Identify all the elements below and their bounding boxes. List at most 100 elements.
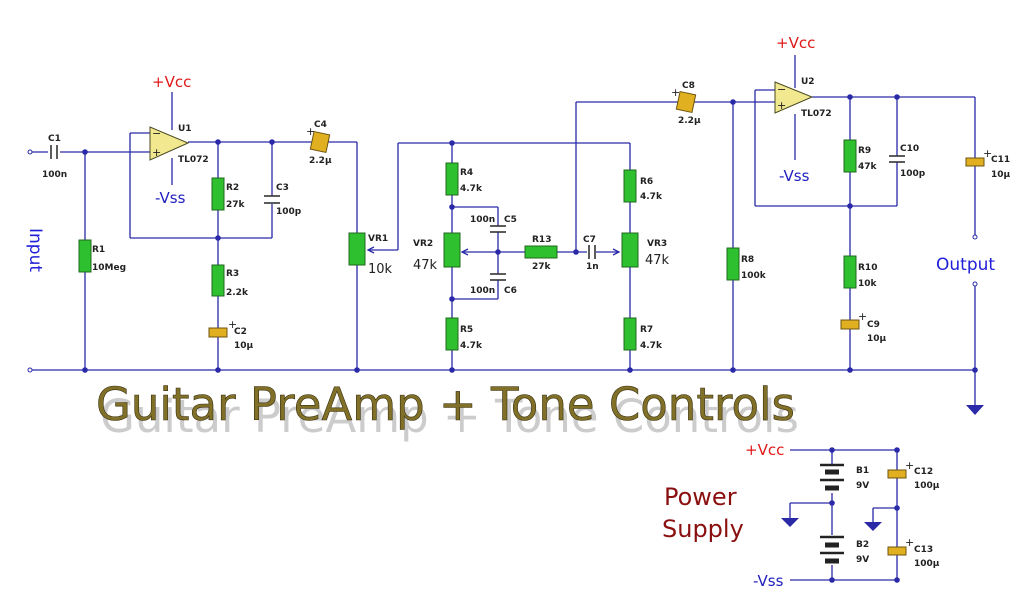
b2-ref: B2 xyxy=(856,540,869,550)
c11-ref: C11 xyxy=(991,155,1010,165)
junction-dot xyxy=(847,367,853,373)
resistor-r10: R10 10k xyxy=(843,255,878,289)
c8-plus: + xyxy=(671,86,680,99)
junction-dot xyxy=(894,94,900,100)
capacitor-c4: + C4 2.2µ xyxy=(306,120,332,166)
power-supply-label-line2: Supply xyxy=(662,515,744,543)
b1-value: 9V xyxy=(856,481,869,491)
junction-dot xyxy=(495,249,501,255)
junction-dot xyxy=(215,235,221,241)
opamp-u2-plus: + xyxy=(777,99,786,112)
resistor-r7: R7 4.7k xyxy=(623,317,663,351)
opamp-u1-ref: U1 xyxy=(178,124,192,134)
opamp-u2: − + U2 TL072 xyxy=(774,77,832,119)
c6-ref: C6 xyxy=(504,286,517,296)
output-terminal-top xyxy=(972,234,978,240)
vr3-ref: VR3 xyxy=(647,239,667,249)
c4-plus: + xyxy=(306,125,315,138)
c3-value: 100p xyxy=(276,207,302,217)
c8-value: 2.2µ xyxy=(678,116,701,126)
opamp-u1-part: TL072 xyxy=(178,155,209,165)
opamp-u2-minus: − xyxy=(777,83,786,96)
r10-value: 10k xyxy=(858,279,878,289)
b1-ref: B1 xyxy=(856,466,869,476)
capacitor-c5: 100n C5 xyxy=(470,215,517,233)
battery-b1: B1 9V xyxy=(820,463,869,491)
wires xyxy=(30,55,976,581)
c1-value: 100n xyxy=(42,170,67,180)
r5-value: 4.7k xyxy=(460,341,483,351)
c13-value: 100µ xyxy=(914,559,940,569)
capacitor-c1: C1 100n xyxy=(42,134,67,180)
r10-ref: R10 xyxy=(858,263,877,273)
c1-ref: C1 xyxy=(48,134,61,144)
vss-label-u1: -Vss xyxy=(155,189,186,207)
r8-value: 100k xyxy=(741,271,767,281)
r3-ref: R3 xyxy=(226,269,239,279)
capacitor-c6: 100n C6 xyxy=(470,273,517,296)
c11-value: 10µ xyxy=(991,170,1011,180)
c12-plus: + xyxy=(905,459,914,472)
junction-dot xyxy=(894,447,900,453)
capacitor-c2: + C2 10µ xyxy=(208,318,254,351)
resistor-r5: R5 4.7k xyxy=(445,317,483,351)
junction-dot xyxy=(847,94,853,100)
r13-value: 27k xyxy=(532,262,552,272)
opamp-u1-minus: − xyxy=(152,127,161,140)
c13-plus: + xyxy=(905,536,914,549)
c5-ref: C5 xyxy=(504,215,517,225)
c2-value: 10µ xyxy=(234,341,254,351)
opamp-u2-part: TL072 xyxy=(801,109,832,119)
c2-plus: + xyxy=(228,318,237,331)
c12-value: 100µ xyxy=(914,481,940,491)
junction-dot xyxy=(829,577,835,583)
r13-ref: R13 xyxy=(532,235,551,245)
c6-value: 100n xyxy=(470,286,495,296)
junction-dot xyxy=(449,140,455,146)
c4-ref: C4 xyxy=(314,120,327,130)
title-shadow: Guitar PreAmp + Tone Controls xyxy=(100,390,799,443)
junction-dot xyxy=(449,296,455,302)
junction-dot xyxy=(449,204,455,210)
resistor-r4: R4 4.7k xyxy=(445,162,483,196)
junction-dot xyxy=(730,99,736,105)
junction-dot xyxy=(894,505,900,511)
junction-dot xyxy=(627,367,633,373)
capacitor-c10: C10 100p xyxy=(889,144,926,179)
c2-ref: C2 xyxy=(234,327,247,337)
junction-dot xyxy=(269,139,275,145)
c4-value: 2.2µ xyxy=(309,156,332,166)
r1-ref: R1 xyxy=(92,245,105,255)
b2-value: 9V xyxy=(856,555,869,565)
vr3-value: 47k xyxy=(645,253,670,268)
power-supply-label-line1: Power xyxy=(664,483,737,511)
ground-rail-terminal xyxy=(27,367,33,373)
c8-ref: C8 xyxy=(682,81,695,91)
junction-dot xyxy=(829,500,835,506)
capacitor-c12: + C12 100µ xyxy=(887,459,940,491)
c9-value: 10µ xyxy=(867,334,887,344)
resistor-r2: R2 27k xyxy=(211,177,246,211)
capacitor-c13: + C13 100µ xyxy=(887,536,940,569)
opamp-u1-plus: + xyxy=(152,146,161,159)
ground-icon xyxy=(966,405,984,415)
vcc-label-u2: +Vcc xyxy=(776,34,815,52)
junction-dot xyxy=(847,203,853,209)
junction-dot xyxy=(730,367,736,373)
resistor-r8: R8 100k xyxy=(726,247,767,281)
resistor-r1: R1 10Meg xyxy=(78,239,126,273)
junction-dot xyxy=(972,367,978,373)
capacitor-c8: + C8 2.2µ xyxy=(671,81,701,126)
junction-dot xyxy=(573,249,579,255)
r5-ref: R5 xyxy=(460,325,473,335)
junction-dot xyxy=(894,577,900,583)
opamp-u2-ref: U2 xyxy=(801,77,815,87)
junction-dot xyxy=(82,149,88,155)
c9-plus: + xyxy=(858,310,867,323)
junction-dot xyxy=(215,139,221,145)
input-label: Input xyxy=(25,228,45,272)
c10-ref: C10 xyxy=(900,144,919,154)
resistor-r6: R6 4.7k xyxy=(623,169,663,203)
r2-ref: R2 xyxy=(226,183,239,193)
